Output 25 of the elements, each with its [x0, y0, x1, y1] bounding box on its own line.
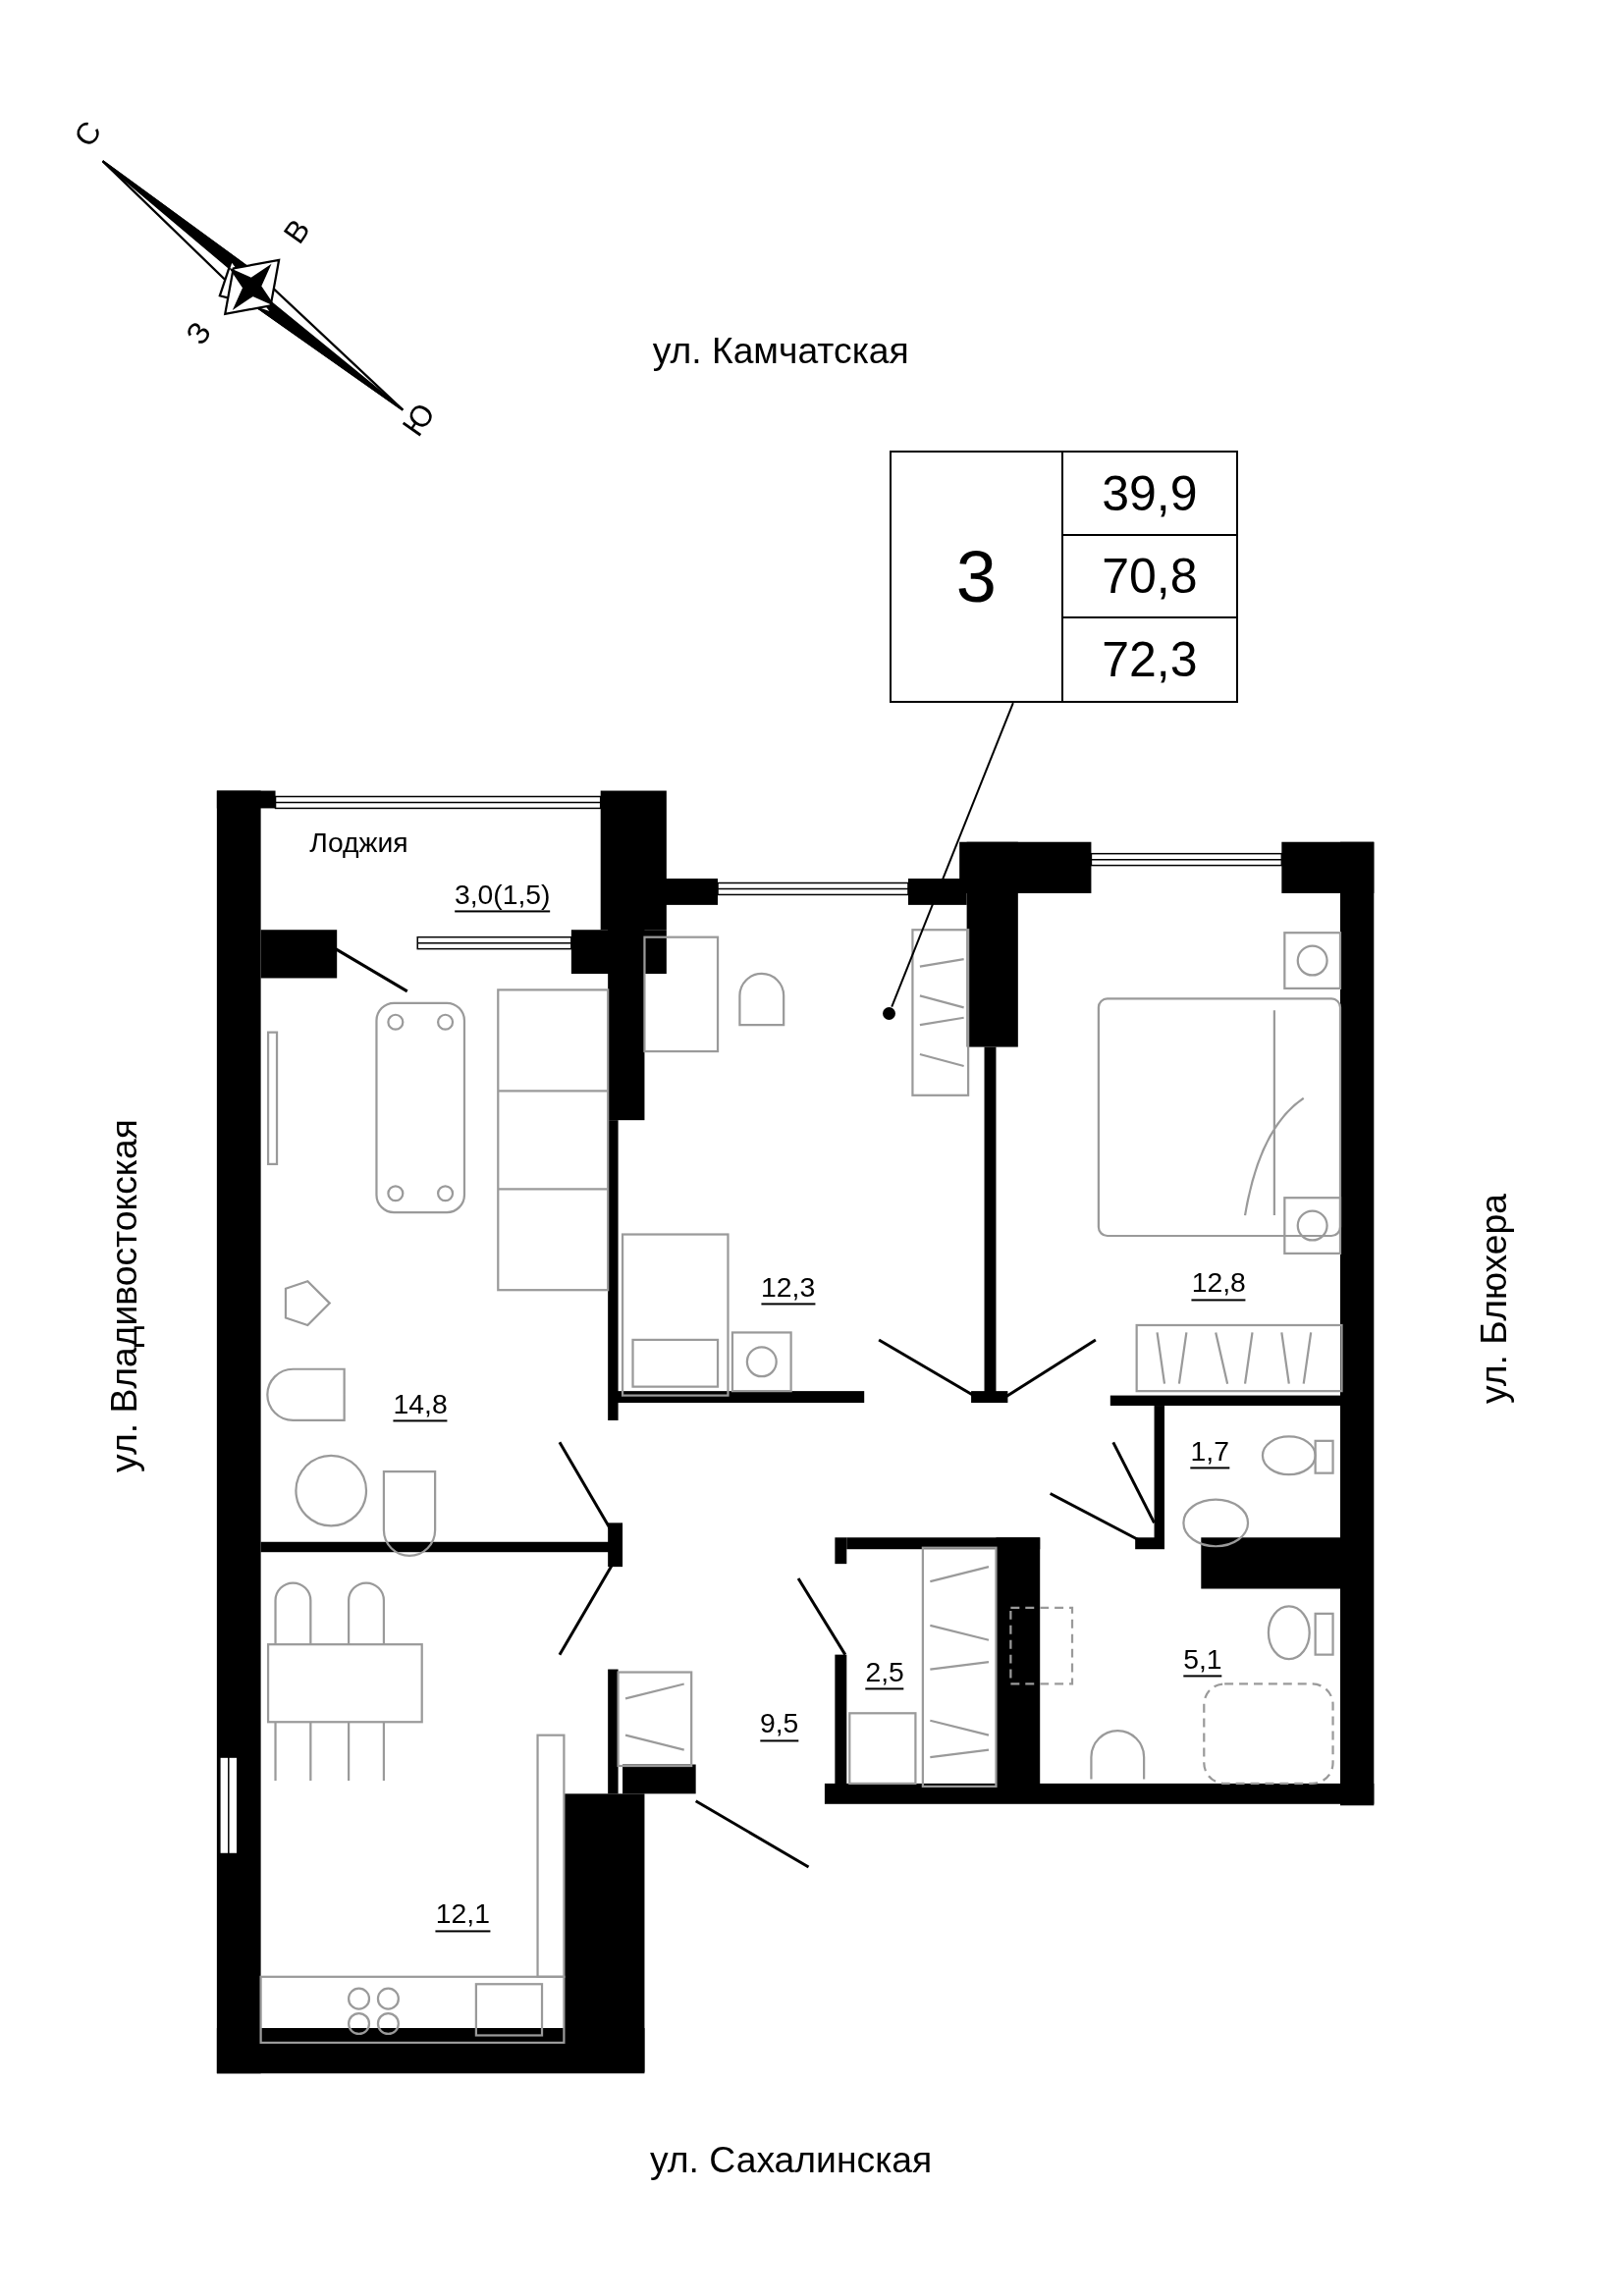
room-name: Лоджия — [309, 828, 408, 859]
room-area: 12,8 — [1191, 1267, 1246, 1301]
room-area: 1,7 — [1190, 1436, 1229, 1469]
area-value: 39,9 — [1102, 464, 1198, 522]
area-value: 70,8 — [1102, 547, 1198, 605]
leader-dot — [882, 1006, 896, 1021]
room-count: 3 — [955, 535, 997, 619]
room-area: 12,3 — [761, 1272, 816, 1306]
compass-letter: З — [180, 316, 219, 351]
street-name: ул. Блюхера — [1474, 1194, 1515, 1405]
compass-letter: С — [67, 116, 109, 154]
apartment-area-table — [889, 451, 1238, 704]
room-area: 14,8 — [393, 1389, 448, 1422]
room-area: 3,0(1,5) — [454, 880, 551, 913]
street-name: ул. Владивостокская — [104, 1119, 145, 1473]
room-area: 12,1 — [435, 1898, 490, 1932]
compass-letter: Ю — [396, 398, 442, 443]
leader-line — [891, 702, 1014, 1008]
room-area: 2,5 — [865, 1657, 904, 1690]
compass-letter: В — [277, 213, 317, 250]
room-area: 5,1 — [1183, 1644, 1222, 1678]
street-name: ул. Камчатская — [652, 331, 909, 372]
area-value: 72,3 — [1102, 630, 1198, 688]
street-name: ул. Сахалинская — [650, 2140, 933, 2180]
room-area: 9,5 — [760, 1708, 799, 1741]
